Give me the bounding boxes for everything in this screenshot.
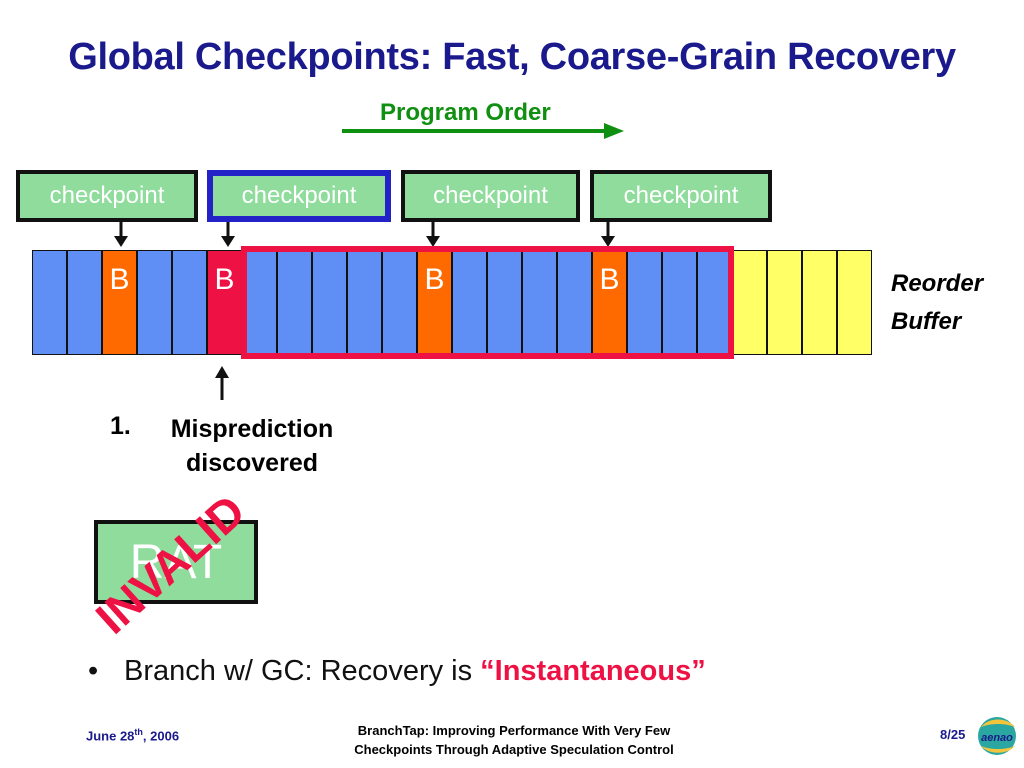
rob-cell-branch: B [592,250,627,355]
rob-cell-branch: B [417,250,452,355]
footer-title: BranchTap: Improving Performance With Ve… [300,721,728,759]
rob-cell-instr [662,250,697,355]
rob-cell-instr [277,250,312,355]
rob-cell-free [732,250,767,355]
rob-cell-free [767,250,802,355]
rob-cell-instr [347,250,382,355]
checkpoint-arrow [114,222,128,247]
bullet-point: • Branch w/ GC: Recovery is “Instantaneou… [88,655,706,688]
rob-cell-mispredicted-branch: B [207,250,242,355]
checkpoint-box: checkpoint [401,170,580,222]
rob-cell-branch: B [102,250,137,355]
rob-cell-free [802,250,837,355]
footer-title-line2: Checkpoints Through Adaptive Speculation… [354,742,674,757]
rob-cell-instr [137,250,172,355]
checkpoint-arrow [221,222,235,247]
footer-date: June 28th, 2006 [86,727,179,743]
rat-box: RAT [94,520,258,604]
slide-title: Global Checkpoints: Fast, Coarse-Grain R… [68,36,956,78]
rob-cell-instr [67,250,102,355]
bullet-marker: • [88,655,99,687]
reorder-buffer-label-line2: Buffer [891,308,962,335]
logo-text: aenao [981,732,1013,744]
squashed-region-highlight [241,246,734,359]
event-text: Misprediction discovered [152,412,352,480]
event-text-line1: Misprediction [170,415,334,443]
bullet-text: Branch w/ GC: Recovery is [124,655,481,687]
checkpoint-box: checkpoint [16,170,198,222]
rob-cell-instr [627,250,662,355]
reorder-buffer-label: Reorder Buffer [891,265,983,341]
reorder-buffer-label-line1: Reorder [891,270,984,297]
rob-cell-free [837,250,872,355]
footer-date-sup: th [134,727,143,737]
program-order-arrow [342,123,624,139]
program-order-label: Program Order [380,99,551,126]
rob-cell-instr [557,250,592,355]
event-number: 1. [110,412,131,440]
rob-cell-instr [32,250,67,355]
misprediction-arrow [215,366,229,400]
rob-cell-instr [522,250,557,355]
checkpoint-box: checkpoint [590,170,772,222]
checkpoint-arrow [426,222,440,247]
footer-date-suffix: , 2006 [142,728,180,744]
bullet-emphasis: “Instantaneous” [480,655,706,687]
footer-date-prefix: June 28 [86,728,135,744]
footer-title-line1: BranchTap: Improving Performance With Ve… [357,723,671,738]
event-text-line2: discovered [185,449,318,477]
checkpoint-arrow [601,222,615,247]
rob-cell-instr [697,250,732,355]
checkpoint-box-active: checkpoint [207,170,391,222]
rob-cell-instr [172,250,207,355]
rob-cell-instr [312,250,347,355]
aenao-logo: aenao [978,717,1016,755]
page-number: 8/25 [940,727,966,742]
